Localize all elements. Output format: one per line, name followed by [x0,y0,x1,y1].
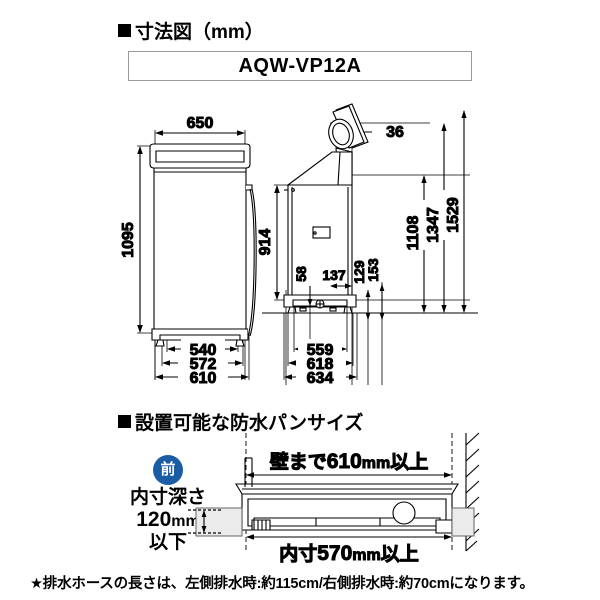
side-lid-offset-36-label: 36 [386,124,404,141]
pan-depth-value-row: 120mm [112,508,224,532]
front-base-540-label: 540 [190,342,217,359]
front-base-610-label: 610 [190,370,217,387]
section-heading-pan-label: 設置可能な防水パンサイズ [135,413,364,434]
technical-drawing-views: 650 1095 [120,103,478,388]
square-bullet-icon [118,24,131,37]
section-heading-dimensions-label: 寸法図（mm） [135,22,264,43]
side-height-1347-label: 1347 [425,207,442,243]
pan-wall-value: 610 [327,450,362,473]
pan-depth-label: 内寸深さ [129,487,206,508]
side-height-914-label: 914 [257,229,274,256]
pan-depth-legend: 前 内寸深さ 120mm 以下 [112,455,224,553]
pan-wall-unit: mm [362,455,390,472]
side-height-1108-label: 1108 [405,216,422,251]
pan-depth-unit: mm [171,513,200,531]
front-direction-badge: 前 [153,455,183,485]
side-base-559-label: 559 [307,342,334,359]
footer-note: ★排水ホースの長さは、左側排水時:約115cm/右側排水時:約70cmになります… [30,576,534,592]
front-width-650-label: 650 [187,115,214,132]
pan-wall-prefix: 壁まで [269,451,327,473]
square-bullet-icon [118,415,131,428]
model-name-box: AQW-VP12A [128,51,472,81]
pan-inner-prefix: 内寸 [279,542,317,565]
pan-depth-value: 120 [136,508,172,532]
front-base-572-label: 572 [190,356,217,373]
section-heading-dimensions: 寸法図（mm） [118,17,264,44]
pan-inner-dim-text: 内寸570mm以上 [279,542,419,565]
pan-inner-unit: mm [352,547,380,564]
section-heading-pan: 設置可能な防水パンサイズ [118,408,363,435]
pan-inner-suffix: 以上 [381,543,419,565]
side-base-618-label: 618 [307,356,334,373]
side-dim-129-label: 129 [351,260,367,284]
pan-inner-value: 570 [317,542,352,565]
pan-depth-suffix: 以下 [148,531,187,553]
drain-pan-drawing: 壁まで610mm以上 [188,432,480,566]
side-dim-153-label: 153 [365,258,381,282]
model-name-label: AQW-VP12A [238,54,362,77]
side-dim-137-label: 137 [322,267,346,283]
pan-wall-suffix: 以上 [390,451,428,473]
front-height-1095-label: 1095 [120,222,137,258]
side-height-1529-label: 1529 [445,197,462,233]
side-dim-58-label: 58 [293,266,309,282]
pan-wall-dim-text: 壁まで610mm以上 [269,450,429,473]
side-base-634-label: 634 [307,370,334,387]
